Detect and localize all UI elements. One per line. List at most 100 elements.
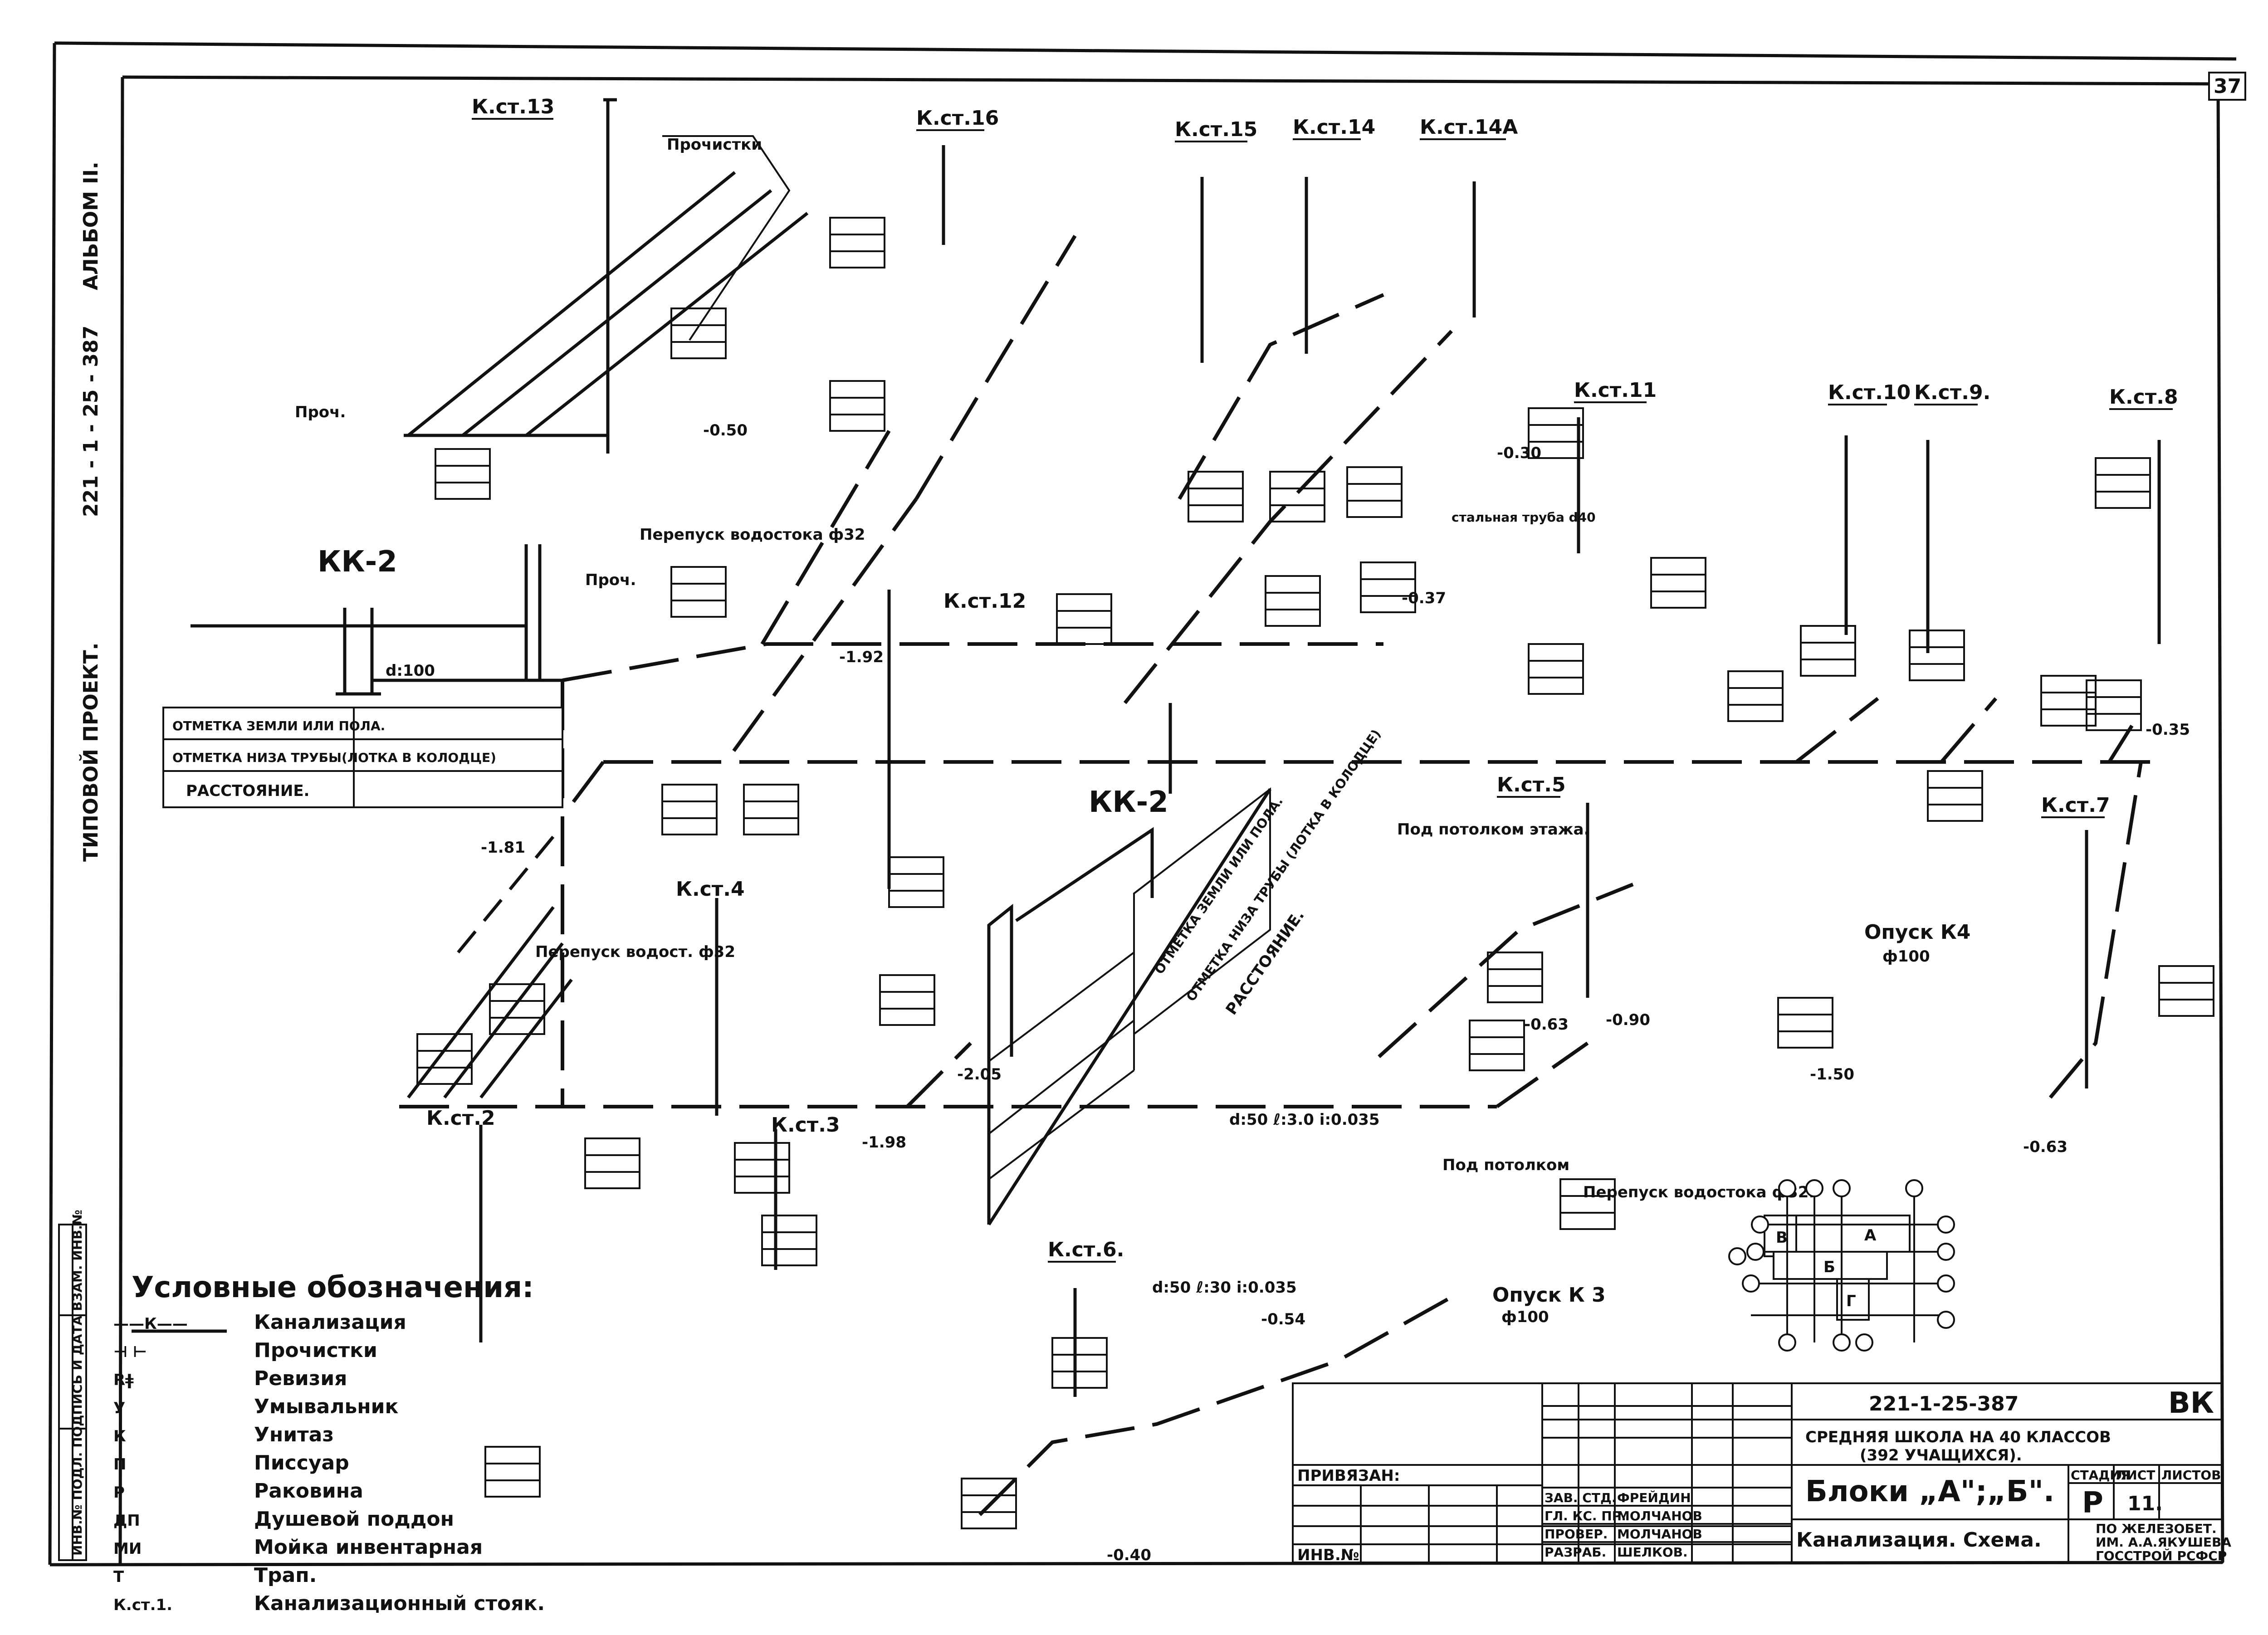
- legend-symbol: К.ст.1.: [113, 1596, 172, 1614]
- bypass-top-label: Перепуск водостока ф32: [640, 526, 865, 544]
- legend-symbol: ⊣ ⊢: [113, 1343, 147, 1361]
- riser-label-k14a: К.ст.14А: [1420, 116, 1518, 139]
- pipe-parameter-box: [2158, 965, 2214, 1017]
- pipe-parameter-box: [2095, 457, 2151, 509]
- riser-lines: [479, 98, 2161, 1397]
- riser-label-k4: К.ст.4: [676, 878, 745, 901]
- mark-063b: -0.63: [2023, 1138, 2068, 1156]
- riser-label-underlines: [472, 118, 2173, 1263]
- mark-040: -0.40: [1107, 1546, 1151, 1564]
- pipe-parameter-box: [961, 1478, 1017, 1529]
- riser-label-k15: К.ст.15: [1175, 118, 1257, 141]
- legend-text: Унитаз: [254, 1423, 334, 1446]
- riser-label-k9: К.ст.9.: [1914, 381, 1990, 404]
- d50-cluster-note: d:50 ℓ:3.0 i:0.035: [1229, 1111, 1380, 1129]
- mark-030: -0.30: [1497, 444, 1541, 462]
- mark-063a: -0.63: [1524, 1015, 1569, 1034]
- under-ceiling-top: Под потолком этажа.: [1397, 820, 1590, 839]
- title-sheet-h: ЛИСТ: [2116, 1468, 2155, 1483]
- signer-role: ГЛ. КС. ПР.: [1545, 1508, 1626, 1523]
- legend-title: Условные обозначения:: [132, 1271, 534, 1304]
- mark-090: -0.90: [1606, 1011, 1650, 1029]
- pipe-parameter-box: [1265, 575, 1321, 627]
- signer-name: ФРЕЙДИН: [1617, 1490, 1691, 1505]
- fixture-cluster-k13: [404, 135, 809, 437]
- mark-198: -1.98: [862, 1133, 906, 1152]
- legend: Условные обозначения:: [132, 1271, 534, 1333]
- legend-symbol: Р: [113, 1484, 125, 1502]
- l-note: d:50 ℓ:30 i:0.035: [1152, 1279, 1297, 1297]
- project-label: ТИПОВОЙ ПРОЕКТ.: [78, 643, 103, 862]
- pipe-parameter-box: [489, 983, 545, 1035]
- well-kk2-left: [162, 544, 563, 808]
- title-sheet: 11.: [2127, 1492, 2163, 1515]
- riser-label-k10: К.ст.10: [1828, 381, 1911, 404]
- pipe-parameter-box: [1528, 643, 1584, 695]
- bypass-bottom-label: Перепуск водостока ф32.: [1583, 1183, 1814, 1201]
- legend-symbol: МИ: [113, 1540, 142, 1558]
- key-plan-block-b: Б: [1823, 1258, 1835, 1276]
- pipe-parameter-box: [1056, 593, 1112, 645]
- pipe-parameter-box: [1559, 1178, 1616, 1230]
- pipe-parameter-box: [584, 1137, 640, 1189]
- descent-k3-dia: ф100: [1501, 1308, 1549, 1326]
- riser-label-k12: К.ст.12: [943, 590, 1026, 613]
- pipe-parameter-box: [1927, 770, 1983, 822]
- signer-name: МОЛЧАНОВ: [1617, 1527, 1702, 1542]
- pipe-parameter-box: [1650, 557, 1706, 609]
- riser-label-k6: К.ст.6.: [1048, 1238, 1124, 1261]
- title-org3: ГОССТРОЙ РСФСР: [2096, 1548, 2227, 1563]
- well-kk2-center: [987, 787, 1271, 1225]
- mark-050: -0.50: [703, 421, 748, 439]
- title-stage: Р: [2082, 1486, 2103, 1520]
- project-code-side: 221 - 1 - 25 - 387: [79, 326, 103, 517]
- pipe-parameter-box: [1051, 1337, 1108, 1389]
- sheet-number: 37: [2214, 75, 2241, 98]
- mark-181: -1.81: [481, 839, 525, 857]
- descent-k4-label: Опуск К4: [1864, 921, 1970, 944]
- pipe-parameter-box: [1188, 471, 1244, 522]
- cleanouts-label: Прочистки: [667, 136, 762, 154]
- signer-role: РАЗРАБ.: [1545, 1545, 1606, 1560]
- legend-symbol: ДП: [113, 1512, 140, 1530]
- pipe-parameter-box: [1528, 407, 1584, 459]
- legend-symbol: ——К——: [113, 1315, 188, 1333]
- legend-text: Мойка инвентарная: [254, 1536, 483, 1559]
- proch-label-1: Проч.: [295, 403, 346, 421]
- riser-label-k11: К.ст.11: [1574, 379, 1657, 402]
- pipe-parameter-box: [829, 380, 885, 432]
- mark-037: -0.37: [1402, 589, 1446, 607]
- pipe-parameter-box: [1909, 630, 1965, 681]
- title-sheets-h: ЛИСТОВ: [2161, 1468, 2221, 1483]
- signer-name: ШЕЛКОВ.: [1617, 1545, 1688, 1560]
- well-table-left-row3: РАССТОЯНИЕ.: [186, 782, 309, 800]
- key-plan: [1728, 1179, 1955, 1352]
- riser-label-k16: К.ст.16: [916, 107, 999, 130]
- legend-symbol: Rǂ: [113, 1371, 134, 1389]
- pipe-parameter-box: [1469, 1020, 1525, 1071]
- well-kk2-left-label: КК-2: [318, 545, 397, 579]
- legend-text: Канализационный стояк.: [254, 1592, 545, 1615]
- sheet-frame: [48, 41, 2246, 1567]
- title-org2: ИМ. А.А.ЯКУШЕВА: [2096, 1535, 2231, 1550]
- legend-text: Ревизия: [254, 1367, 347, 1390]
- title-code: 221-1-25-387: [1869, 1392, 2019, 1415]
- legend-symbol: У: [113, 1399, 125, 1417]
- album-label: АЛЬБОМ II.: [79, 161, 103, 290]
- riser-label-k2: К.ст.2: [426, 1107, 495, 1130]
- pipe-parameter-box: [1800, 625, 1856, 677]
- pipe-parameter-box: [1269, 471, 1325, 522]
- pipe-parameter-box: [484, 1446, 541, 1498]
- fixture-cluster-k2: [407, 824, 573, 1099]
- pipe-parameter-box: [1346, 466, 1403, 518]
- descent-k4-dia: ф100: [1882, 947, 1930, 966]
- pipe-parameter-box: [761, 1215, 817, 1266]
- title-bound: ПРИВЯЗАН:: [1297, 1467, 1400, 1485]
- riser-label-k14: К.ст.14: [1293, 116, 1375, 139]
- signer-name: МОЛЧАНОВ: [1617, 1508, 1702, 1523]
- well-table-center-row2: ОТМЕТКА НИЗА ТРУБЫ (ЛОТКА В КОЛОДЦЕ): [1183, 727, 1384, 1004]
- title-stage-h: СТАДИЯ: [2071, 1468, 2130, 1483]
- title-org1: ПО ЖЕЛЕЗОБЕТ.: [2096, 1521, 2217, 1536]
